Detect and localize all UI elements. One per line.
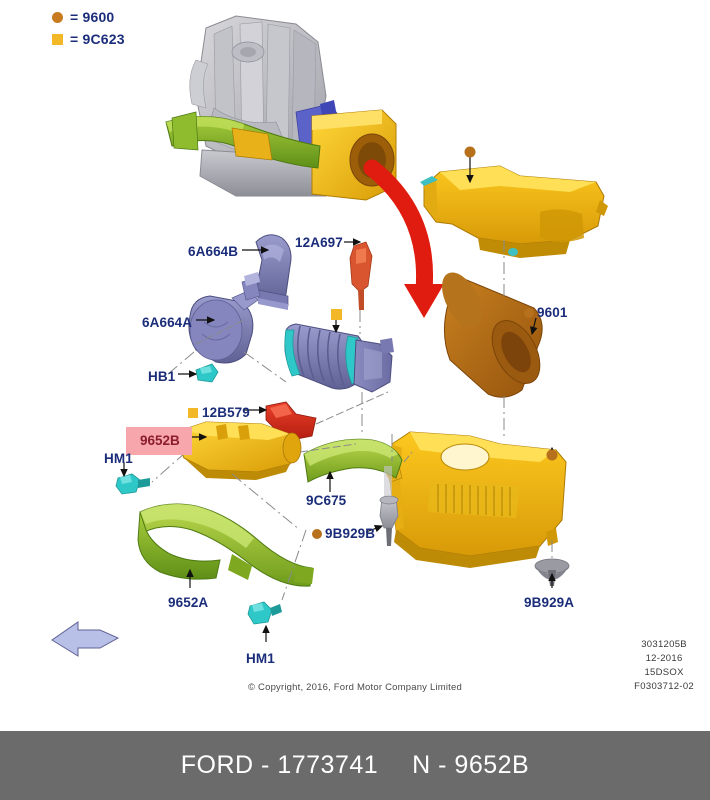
intake-hose-art xyxy=(284,323,394,393)
direction-arrow-icon xyxy=(51,621,120,657)
hm1-clip-lower-art xyxy=(247,601,282,625)
square-marker-icon xyxy=(188,407,198,418)
maf-sensor-art xyxy=(349,241,373,310)
callout-9b929a: 9B929A xyxy=(524,595,575,610)
callout-9652a: 9652A xyxy=(168,595,209,610)
air-cleaner-cover-art xyxy=(420,165,608,258)
flow-arrow-icon xyxy=(363,159,444,318)
exploded-view-illustration xyxy=(51,15,608,657)
diagram-canvas: = 9600 = 9C623 6A664B 12A697 6A664A 9601… xyxy=(51,6,694,694)
callout-12b579-label: 12B579 xyxy=(202,405,250,420)
callout-9c675: 9C675 xyxy=(306,493,347,508)
callout-9601-label: 9601 xyxy=(537,305,568,320)
callout-9b929b-label: 9B929B xyxy=(325,526,376,541)
legend-circle-icon xyxy=(52,11,63,23)
doc-code-line-1: 3031205B xyxy=(641,639,687,650)
footer-manufacturer-code: FORD - 1773741 xyxy=(180,751,379,779)
marker-legend: = 9600 = 9C623 xyxy=(52,6,125,50)
circle-marker-icon xyxy=(524,307,534,318)
legend-square-icon xyxy=(52,33,63,45)
callout-9652b-highlighted: 9652B xyxy=(126,427,192,455)
legend-label-9600: = 9600 xyxy=(70,9,115,25)
air-filter-element-art xyxy=(442,272,543,398)
callout-12a697: 12A697 xyxy=(295,235,343,250)
circle-marker-icon xyxy=(312,528,322,539)
marker-circle-housing xyxy=(546,449,558,461)
callout-hm1-lower: HM1 xyxy=(246,651,275,666)
footer-content: FORD - 1773741 N - 9652B xyxy=(181,751,529,780)
9652a-duct-art xyxy=(137,503,314,587)
turbo-housing-art xyxy=(188,272,261,364)
callout-6a664b: 6A664B xyxy=(188,244,239,259)
9b929b-mount-art xyxy=(379,466,399,546)
hb1-clip-art xyxy=(195,363,219,383)
legend-row-9c623: = 9C623 xyxy=(52,28,125,50)
engine-assembly-art xyxy=(165,15,397,201)
callout-12b579: 12B579 xyxy=(188,406,250,420)
hm1-clip-upper-art xyxy=(115,473,150,495)
callout-hm1-upper: HM1 xyxy=(104,451,133,466)
callout-hb1: HB1 xyxy=(148,369,176,384)
legend-row-9600: = 9600 xyxy=(52,6,125,28)
9652b-duct-art xyxy=(177,421,302,480)
marker-square-hose xyxy=(331,309,342,320)
part-number-footer: FORD - 1773741 N - 9652B xyxy=(0,731,710,800)
air-cleaner-housing-art xyxy=(385,431,567,568)
assembly-centerlines xyxy=(151,240,553,601)
callout-9b929b: 9B929B xyxy=(312,527,375,541)
turbo-inlet-pipe-art xyxy=(255,234,292,310)
document-codes: 3031205B 12-2016 15DSOX F0303712-02 xyxy=(634,638,694,694)
doc-code-line-3: 15DSOX xyxy=(644,667,684,678)
copyright-notice: © Copyright, 2016, Ford Motor Company Li… xyxy=(247,682,462,693)
assembly-guidelines xyxy=(195,319,413,463)
callout-9601: 9601 xyxy=(524,306,567,320)
callout-6a664a: 6A664A xyxy=(142,315,193,330)
legend-label-9c623: = 9C623 xyxy=(70,31,125,47)
marker-circle-cover xyxy=(464,146,476,158)
doc-code-line-4: F0303712-02 xyxy=(634,681,694,692)
doc-code-line-2: 12-2016 xyxy=(645,653,683,664)
footer-part-number: N - 9652B xyxy=(412,751,530,779)
